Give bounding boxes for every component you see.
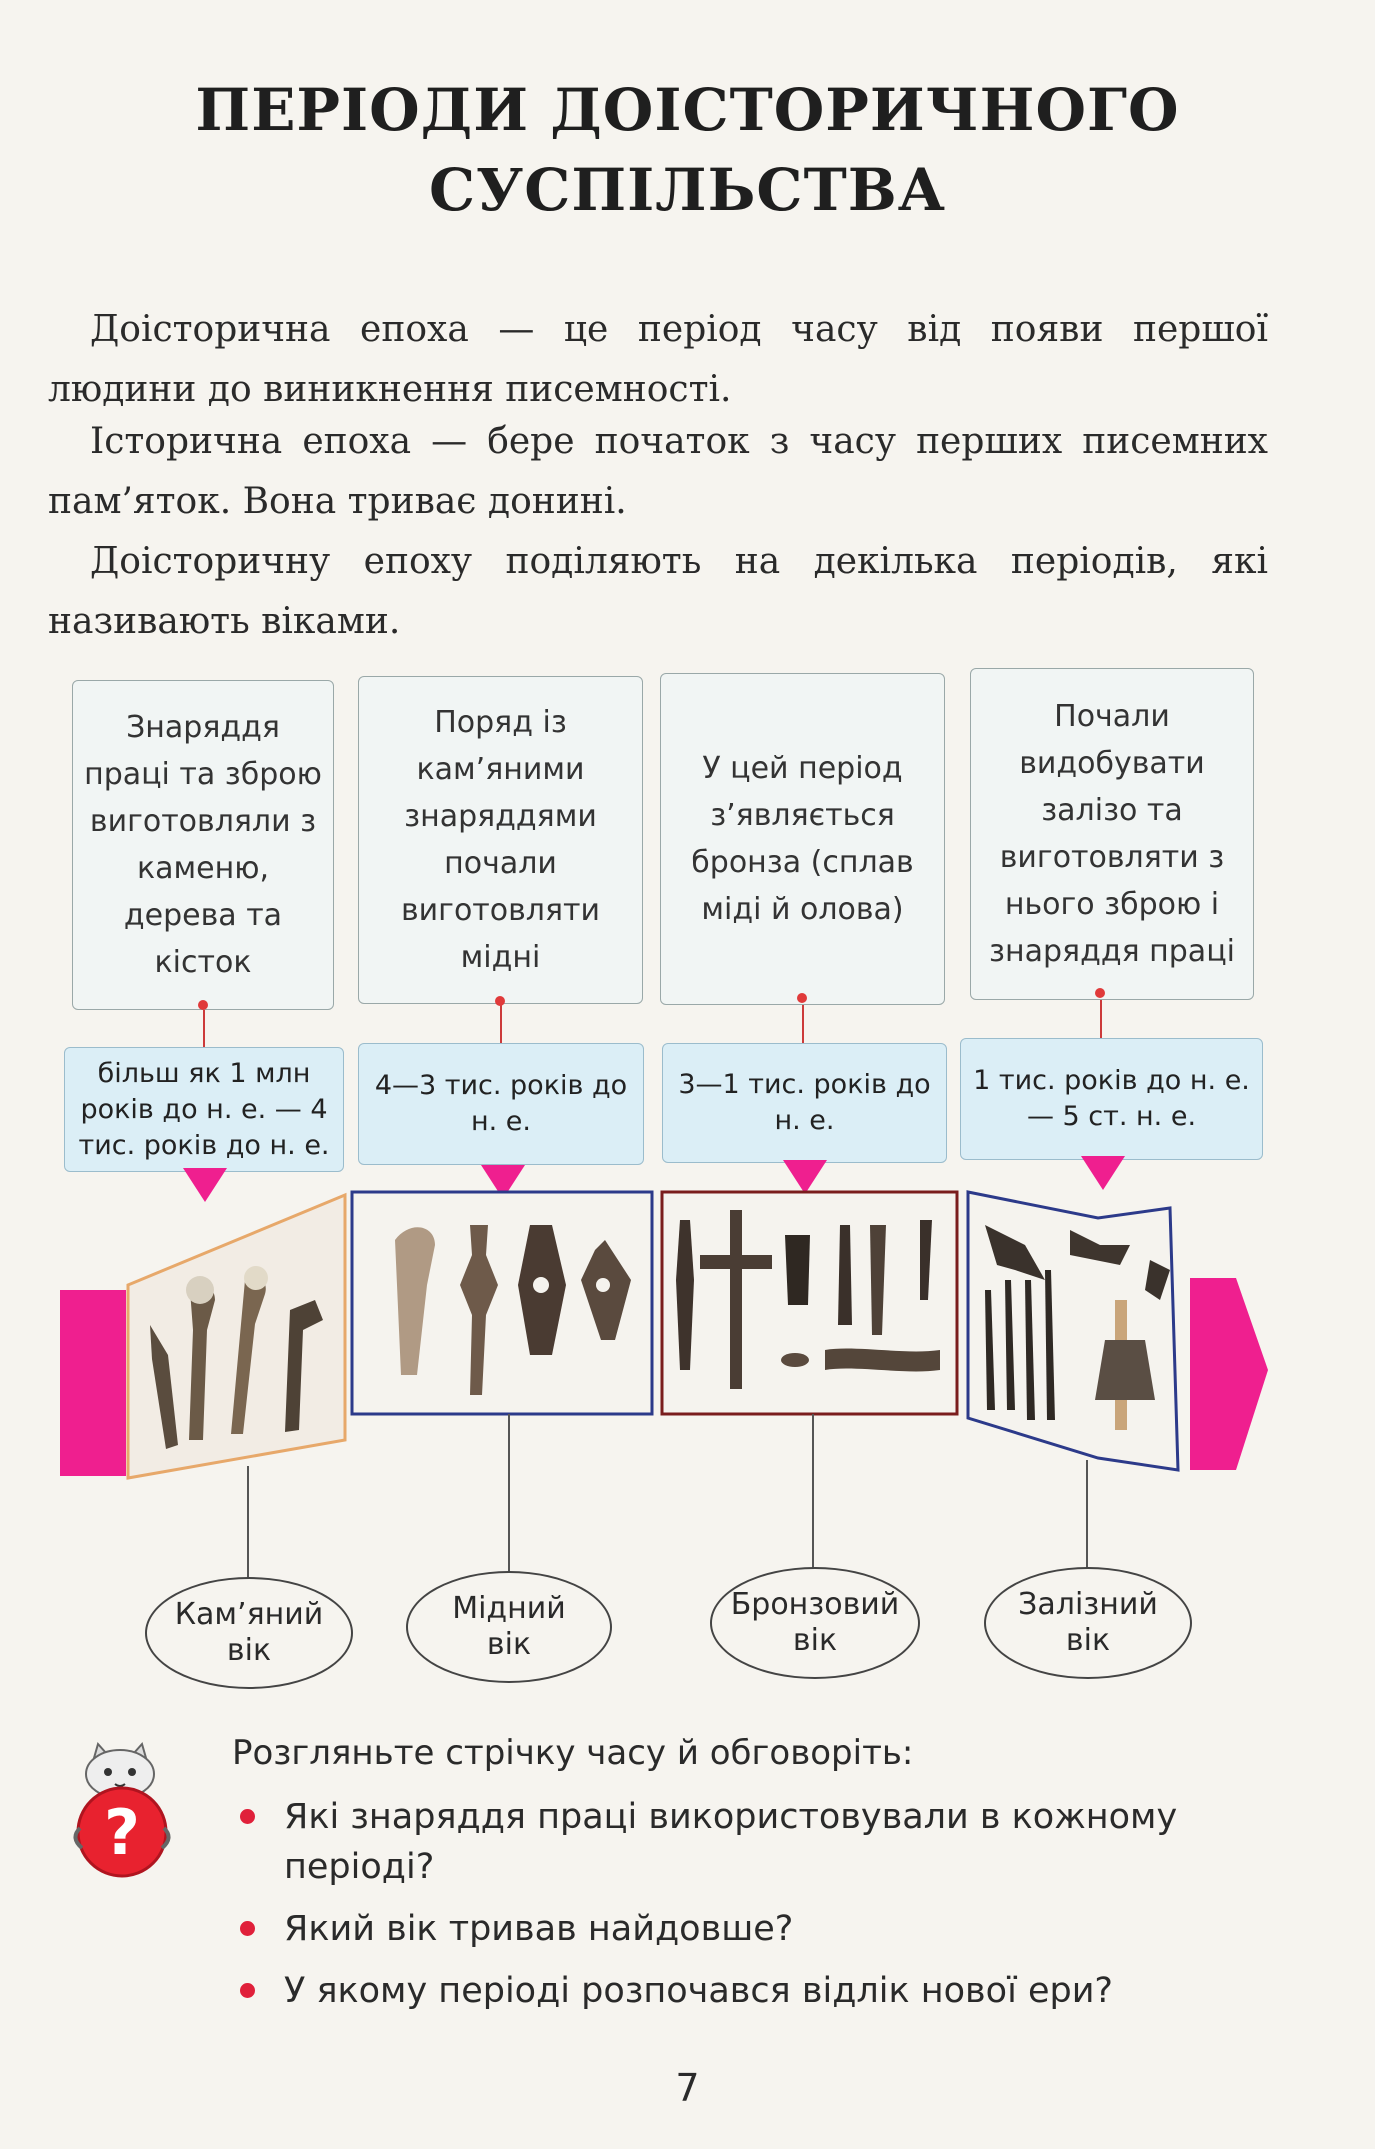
- period-description-copper: Поряд із кам’яними знаряддями почали виг…: [358, 676, 643, 1004]
- list-item: Які знаряддя праці використовували в кож…: [240, 1792, 1280, 1892]
- timeline-ribbon: [60, 1190, 1268, 1480]
- list-item: У якому періоді розпочався відлік нової …: [240, 1966, 1280, 2016]
- pointer-bronze: [783, 1160, 827, 1194]
- age-label-iron: Залізний вік: [984, 1567, 1192, 1679]
- stone-tools-icon: [150, 1266, 323, 1449]
- title-line-2: СУСПІЛЬСТВА: [428, 156, 947, 224]
- discussion-intro: Розгляньте стрічку часу й обговоріть:: [232, 1733, 914, 1773]
- copper-tools-icon: [395, 1225, 631, 1395]
- page-number: 7: [675, 2066, 700, 2110]
- title-line-1: ПЕРІОДИ ДОІСТОРИЧНОГО: [195, 76, 1180, 144]
- pointer-iron: [1081, 1156, 1125, 1190]
- paragraph-prehistoric: Доісторична епоха — це період часу від п…: [48, 309, 1268, 410]
- pointer-stone: [183, 1168, 227, 1202]
- paragraph-periods: Доісторичну епоху поділяють на декілька …: [48, 541, 1268, 642]
- period-date-copper: 4—3 тис. років до н. е.: [358, 1043, 644, 1165]
- page-title: ПЕРІОДИ ДОІСТОРИЧНОГО СУСПІЛЬСТВА: [0, 70, 1375, 230]
- period-date-iron: 1 тис. років до н. е. — 5 ст. н. е.: [960, 1038, 1263, 1160]
- bronze-tools-icon: [676, 1210, 940, 1389]
- period-description-bronze: У цей період з’являється бронза (сплав м…: [660, 673, 945, 1005]
- period-date-bronze: 3—1 тис. років до н. е.: [662, 1043, 947, 1163]
- discussion-questions: Які знаряддя праці використовували в кож…: [240, 1792, 1280, 2028]
- iron-tools-icon: [985, 1225, 1170, 1430]
- cat-question-icon: ?: [73, 1741, 171, 1878]
- paragraph-historic: Історична епоха — бере початок з часу пе…: [48, 421, 1268, 522]
- period-date-stone: більш як 1 млн років до н. е. — 4 тис. р…: [64, 1047, 344, 1172]
- age-label-bronze: Бронзовий вік: [710, 1567, 920, 1679]
- period-description-stone: Знаряддя праці та зброю виготовляли з ка…: [72, 680, 334, 1010]
- age-label-stone: Кам’яний вік: [145, 1577, 353, 1689]
- svg-text:?: ?: [104, 1796, 140, 1869]
- list-item: Який вік тривав найдовше?: [240, 1904, 1280, 1954]
- period-description-iron: Почали видобувати залізо та виготовляти …: [970, 668, 1254, 1000]
- age-label-copper: Мідний вік: [406, 1571, 612, 1683]
